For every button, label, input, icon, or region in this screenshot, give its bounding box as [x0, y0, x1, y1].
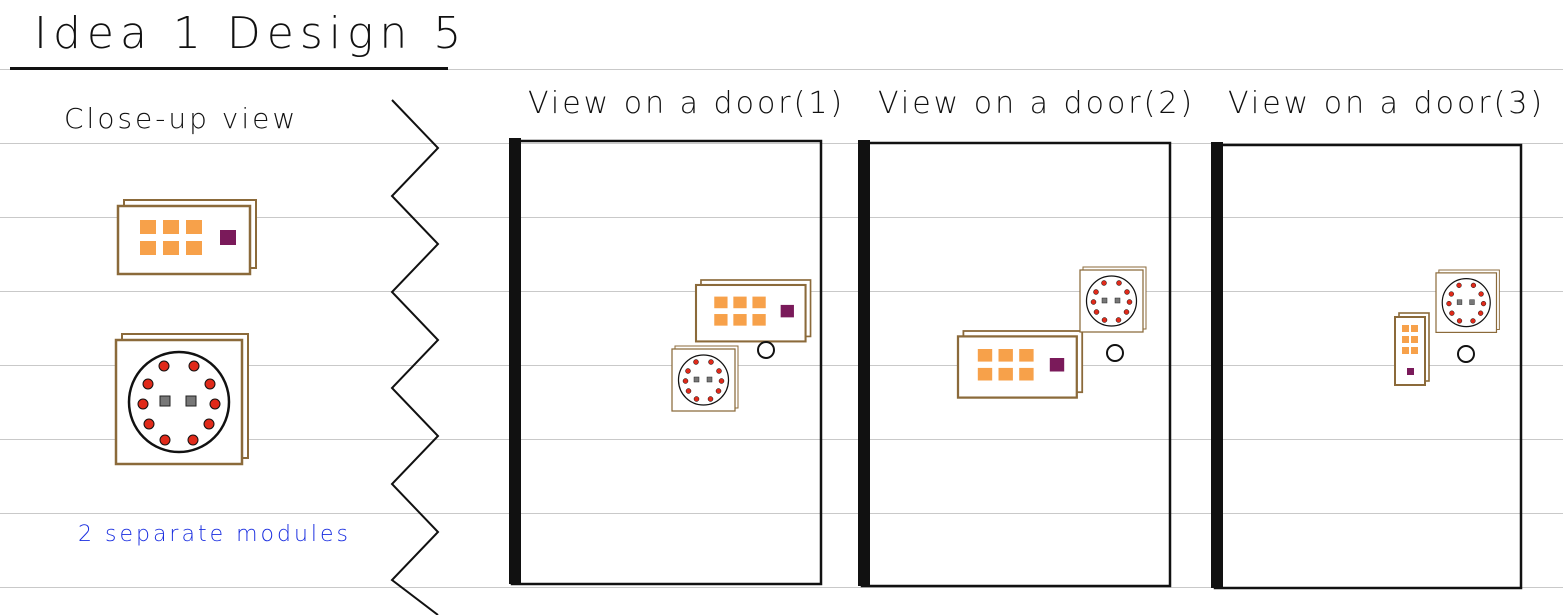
ruled-line	[0, 587, 1563, 588]
page-title: Idea 1 Design 5	[34, 8, 468, 59]
view-label-1: View on a door(1)	[528, 86, 846, 121]
modules-note: 2 separate modules	[78, 522, 352, 547]
closeup-keypad-module	[116, 198, 258, 276]
door2-keypad	[956, 329, 1084, 399]
door3-reader	[1435, 269, 1500, 333]
ruled-line	[0, 365, 1563, 366]
door2-handle	[1106, 344, 1124, 362]
title-underline	[10, 67, 448, 70]
ruled-line	[0, 217, 1563, 218]
door-1	[509, 138, 823, 586]
door1-keypad	[694, 278, 812, 343]
closeup-reader-module	[114, 332, 250, 466]
view-label-2: View on a door(2)	[878, 86, 1196, 121]
break-zigzag	[390, 99, 440, 615]
door2-reader	[1079, 266, 1147, 333]
closeup-label: Close-up view	[64, 102, 299, 135]
ruled-line	[0, 69, 1563, 70]
door1-reader	[671, 345, 739, 412]
door3-slim-keypad	[1394, 312, 1430, 386]
door3-handle	[1457, 345, 1475, 363]
ruled-line	[0, 439, 1563, 440]
door1-handle	[757, 341, 775, 359]
door-3	[1211, 142, 1523, 590]
door-2	[858, 140, 1172, 588]
ruled-line	[0, 513, 1563, 514]
ruled-line	[0, 143, 1563, 144]
view-label-3: View on a door(3)	[1228, 86, 1546, 121]
